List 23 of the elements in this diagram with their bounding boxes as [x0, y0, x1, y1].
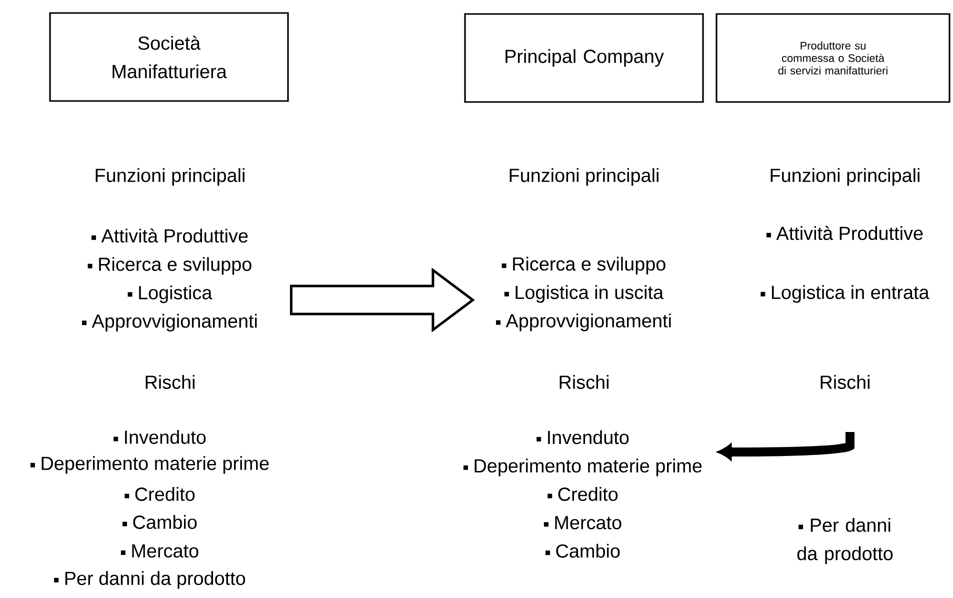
curved-arrow	[718, 432, 854, 460]
bullet-item: Logistica in entrata	[760, 285, 930, 303]
bullet-item: Per danni da prodotto	[54, 571, 246, 589]
bullet-list: Invenduto Deperimento materie prime Credito Mercato Cambio	[463, 430, 702, 558]
bullet-list: Attività Produttive Ricerca e sviluppo Logistica Approvvigionamenti	[82, 228, 257, 332]
bullet-item: Attività Produttive	[766, 226, 923, 240]
column-heading: Rischi	[820, 375, 870, 389]
bullet-item: Invenduto	[114, 430, 206, 444]
company-box: Società Manifatturiera	[49, 12, 289, 102]
column-heading: Funzioni principali	[96, 168, 244, 186]
company-box: Principal Company	[464, 13, 704, 103]
bullet-item: Cambio	[122, 515, 197, 529]
column-heading: Rischi	[146, 375, 194, 389]
bullet-item: Deperimento materie prime	[30, 456, 269, 474]
column-heading: Rischi	[560, 375, 608, 389]
column-heading: Funzioni principali	[510, 168, 658, 186]
bullet-list: Ricerca e sviluppo Logistica in uscita Approvvigionamenti	[496, 256, 671, 332]
bullet-item: Mercato	[120, 544, 198, 558]
bullet-item: Per danni da prodotto	[797, 518, 893, 564]
block-arrow	[290, 268, 475, 332]
column-heading: Funzioni principali	[770, 168, 920, 186]
company-box: Produttore su commessa o Società di servizi manifatturieri	[716, 13, 950, 103]
bullet-item: Credito	[124, 487, 195, 501]
